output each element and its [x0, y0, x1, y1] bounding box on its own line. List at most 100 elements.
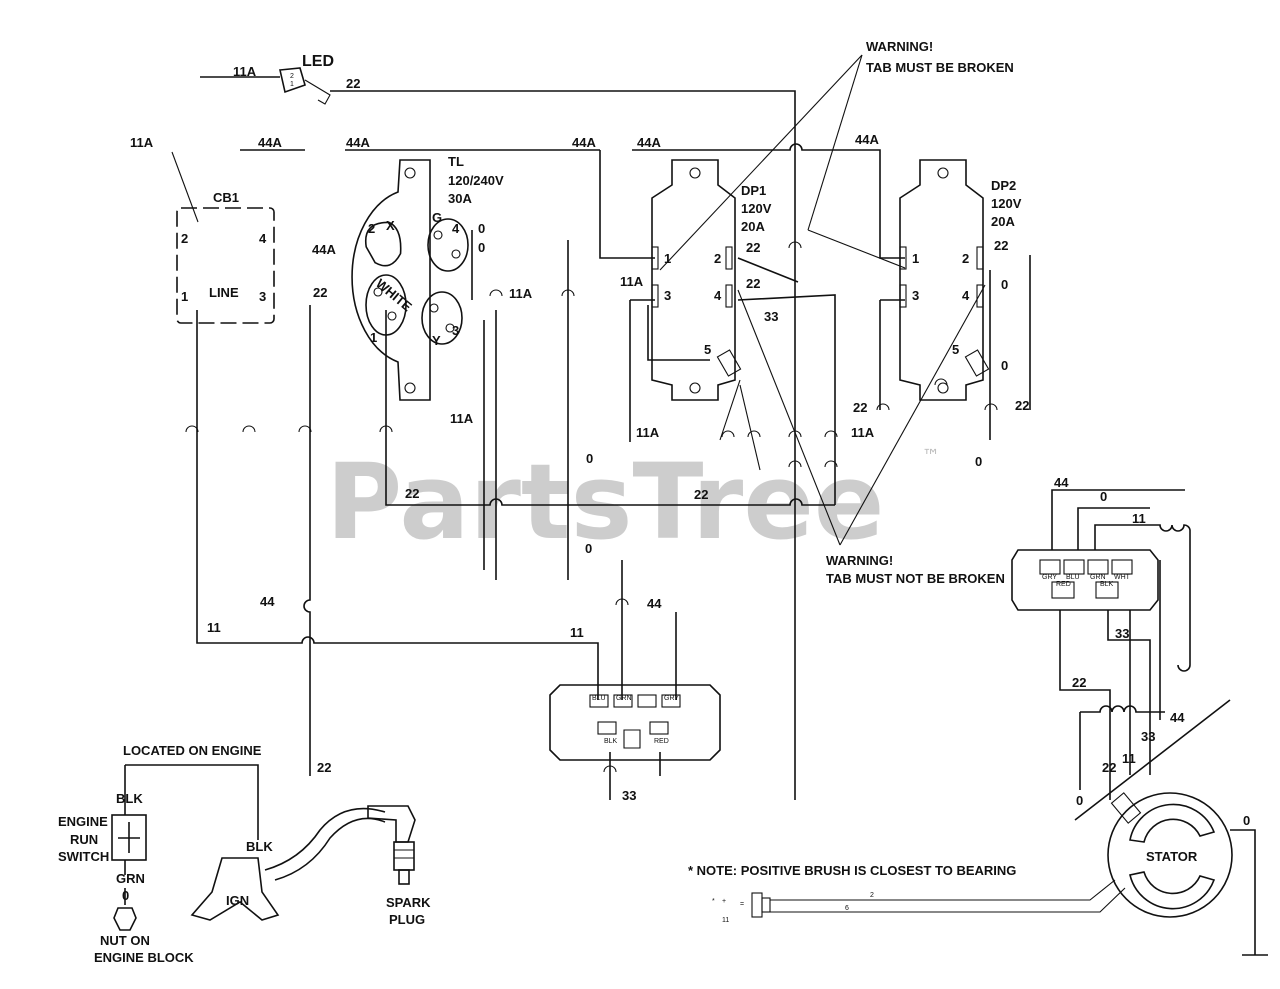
- svg-text:BLK: BLK: [1100, 581, 1114, 588]
- svg-text:GRN: GRN: [1090, 574, 1106, 581]
- svg-text:2: 2: [870, 892, 874, 899]
- svg-text:3: 3: [452, 323, 459, 338]
- svg-text:0: 0: [585, 541, 592, 556]
- svg-text:22: 22: [994, 238, 1008, 253]
- warning-tab-broken: WARNING! TAB MUST BE BROKEN: [866, 39, 1014, 75]
- receptacle-tl: TL 120/240V 30A 2 X 4 G 1 3 Y WHITE: [351, 154, 504, 401]
- svg-text:44: 44: [260, 594, 275, 609]
- svg-text:22: 22: [746, 276, 760, 291]
- svg-text:0: 0: [122, 888, 129, 903]
- svg-text:0: 0: [1100, 489, 1107, 504]
- svg-text:SWITCH: SWITCH: [58, 849, 109, 864]
- svg-text:33: 33: [1115, 626, 1129, 641]
- svg-text:11A: 11A: [450, 411, 474, 426]
- svg-text:+: +: [722, 898, 726, 905]
- svg-text:11A: 11A: [620, 274, 644, 289]
- svg-text:2: 2: [962, 251, 969, 266]
- svg-text:22: 22: [1102, 760, 1116, 775]
- svg-text:X: X: [386, 218, 395, 233]
- svg-text:22: 22: [346, 76, 360, 91]
- svg-text:44: 44: [1054, 475, 1069, 490]
- warning-tab-not-broken: WARNING! TAB MUST NOT BE BROKEN: [826, 553, 1005, 586]
- svg-text:5: 5: [704, 342, 711, 357]
- dp2-label: DP2: [991, 178, 1016, 193]
- svg-text:BLK: BLK: [604, 738, 618, 745]
- svg-text:22: 22: [405, 486, 419, 501]
- ignition-label: IGN: [226, 893, 249, 908]
- svg-text:22: 22: [746, 240, 760, 255]
- svg-text:44A: 44A: [637, 135, 661, 150]
- stator-connector: GRY BLU GRN WHT RED BLK: [1011, 549, 1159, 611]
- svg-text:44: 44: [647, 596, 662, 611]
- svg-text:RED: RED: [1056, 581, 1071, 588]
- dp2-amps: 20A: [991, 214, 1015, 229]
- tl-voltage: 120/240V: [448, 173, 504, 188]
- brush-assembly: * + = 11 2 6: [712, 892, 874, 924]
- wire-labels: 11A 22 11A 44A 44A 44A 44A 44A 44A 22 0 …: [130, 64, 1250, 828]
- circuit-breaker-cb1: CB1 2 4 1 3 LINE: [176, 190, 275, 324]
- svg-text:TAB MUST BE BROKEN: TAB MUST BE BROKEN: [866, 60, 1014, 75]
- svg-text:Y: Y: [432, 333, 441, 348]
- led-pin-2: 2: [290, 73, 294, 80]
- watermark: PartsTree ™: [326, 441, 940, 563]
- svg-text:BLK: BLK: [246, 839, 273, 854]
- svg-text:22: 22: [1015, 398, 1029, 413]
- svg-text:11: 11: [570, 625, 584, 640]
- svg-text:TAB MUST NOT BE BROKEN: TAB MUST NOT BE BROKEN: [826, 571, 1005, 586]
- duplex-receptacle-dp1: DP1 120V 20A 1 3 2 4 5: [651, 159, 772, 401]
- svg-text:11A: 11A: [233, 64, 257, 79]
- svg-text:1: 1: [181, 289, 188, 304]
- svg-text:4: 4: [714, 288, 722, 303]
- watermark-trademark: ™: [922, 446, 940, 467]
- stator: STATOR: [1107, 792, 1233, 918]
- regulator-module: BLU GRN GRY BLK RED: [549, 684, 721, 761]
- svg-text:4: 4: [962, 288, 970, 303]
- svg-text:44A: 44A: [572, 135, 596, 150]
- svg-text:1: 1: [370, 330, 377, 345]
- svg-text:NUT ON: NUT ON: [100, 933, 150, 948]
- svg-text:GRN: GRN: [616, 695, 632, 702]
- svg-text:6: 6: [845, 905, 849, 912]
- svg-text:ENGINE BLOCK: ENGINE BLOCK: [94, 950, 194, 965]
- svg-text:11: 11: [1132, 511, 1146, 526]
- svg-text:GRY: GRY: [664, 695, 679, 702]
- svg-text:22: 22: [853, 400, 867, 415]
- svg-text:2: 2: [714, 251, 721, 266]
- svg-text:11A: 11A: [509, 286, 533, 301]
- svg-text:11A: 11A: [130, 135, 154, 150]
- svg-text:0: 0: [478, 240, 485, 255]
- svg-text:22: 22: [317, 760, 331, 775]
- svg-text:22: 22: [1072, 675, 1086, 690]
- svg-text:BLU: BLU: [592, 695, 606, 702]
- svg-text:11: 11: [1122, 751, 1136, 766]
- led-pin-1: 1: [290, 81, 294, 88]
- svg-text:4: 4: [259, 231, 267, 246]
- svg-text:44A: 44A: [346, 135, 370, 150]
- svg-text:33: 33: [622, 788, 636, 803]
- svg-text:RUN: RUN: [70, 832, 98, 847]
- svg-text:RED: RED: [654, 738, 669, 745]
- engine-section: LOCATED ON ENGINE BLK ENGINE RUN SWITCH …: [58, 743, 431, 965]
- led-component: 2 1 LED: [279, 53, 334, 105]
- stator-label: STATOR: [1146, 849, 1198, 864]
- tl-label: TL: [448, 154, 464, 169]
- wire-hops: [185, 241, 998, 773]
- svg-text:0: 0: [478, 221, 485, 236]
- dp1-amps: 20A: [741, 219, 765, 234]
- cb1-line-label: LINE: [209, 285, 239, 300]
- svg-text:WARNING!: WARNING!: [866, 39, 933, 54]
- svg-text:BLK: BLK: [116, 791, 143, 806]
- svg-text:ENGINE: ENGINE: [58, 814, 108, 829]
- tl-white-label: WHITE: [373, 276, 415, 315]
- svg-text:11: 11: [207, 620, 221, 635]
- svg-text:33: 33: [764, 309, 778, 324]
- svg-text:11A: 11A: [851, 425, 875, 440]
- svg-text:0: 0: [586, 451, 593, 466]
- svg-text:GRY: GRY: [1042, 574, 1057, 581]
- svg-text:4: 4: [452, 221, 460, 236]
- svg-text:SPARK: SPARK: [386, 895, 431, 910]
- svg-text:*: *: [712, 898, 715, 905]
- tl-amps: 30A: [448, 191, 472, 206]
- wires: [124, 76, 1268, 956]
- svg-text:44: 44: [1170, 710, 1185, 725]
